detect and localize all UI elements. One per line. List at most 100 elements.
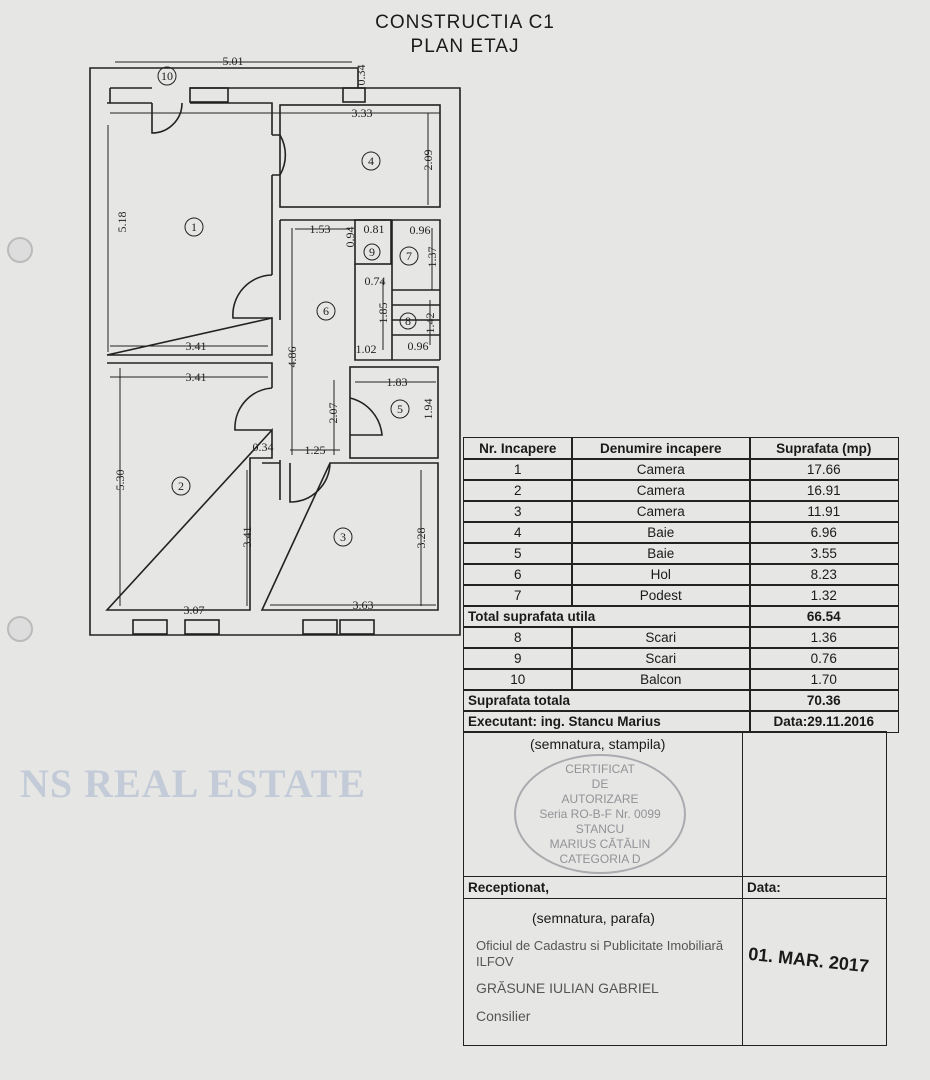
cell-nr: 1 [463,458,573,481]
dimension: 3.63 [353,598,374,612]
room-number: 2 [178,479,184,493]
cell-nr: 7 [463,584,573,607]
dimension: 4.86 [285,347,299,368]
dimension: 5.01 [223,54,244,68]
cell-name: Camera [571,500,751,523]
stamp-text: CATEGORIA D [559,852,641,866]
dimension: 0.34 [253,440,274,454]
room-number: 5 [397,402,403,416]
cell-name: Podest [571,584,751,607]
total-util-label: Total suprafata utila [463,605,751,628]
dimension: 3.41 [186,370,207,384]
plan-subtitle: PLAN ETAJ [410,36,520,57]
cell-nr: 6 [463,563,573,586]
cell-area: 3.55 [749,542,899,565]
cell-name: Scari [571,647,751,670]
officer-title: Consilier [476,1008,531,1024]
cell-nr: 9 [463,647,573,670]
office-line: Oficiul de Cadastru si Publicitate Imobi… [476,938,724,969]
dimension: 1.37 [425,247,439,268]
authorization-stamp: CERTIFICAT DE AUTORIZARE Seria RO-B-F Nr… [514,754,686,874]
dimension: 1.53 [310,222,331,236]
signature-date-box [742,731,887,877]
dimension: 0.34 [354,65,368,86]
total-util-value: 66.54 [749,605,899,628]
cell-nr: 10 [463,668,573,691]
stamp-text: CERTIFICAT [565,762,635,776]
executant: Executant: ing. Stancu Marius [463,710,751,733]
dimension: 3.41 [186,339,207,353]
dimension: 1.25 [305,443,326,457]
cell-name: Hol [571,563,751,586]
room-number: 8 [405,314,411,328]
receptionat-label: Receptionat, [463,876,743,899]
reception-date-box [742,898,887,1046]
cell-area: 17.66 [749,458,899,481]
room-number: 6 [323,304,329,318]
dimension: 1.85 [376,303,390,324]
signature-note: (semnatura, stampila) [530,736,666,752]
cell-nr: 2 [463,479,573,502]
room-number: 10 [161,69,173,83]
dimension: 2.09 [421,150,435,171]
punch-hole [7,616,33,642]
header-name: Denumire incapere [571,437,751,460]
stamp-text: MARIUS CĂTĂLIN [549,837,651,851]
cell-name: Scari [571,626,751,649]
receptionat-date-label: Data: [742,876,887,899]
cell-area: 1.70 [749,668,899,691]
dimension: 0.96 [410,223,431,237]
header-area: Suprafata (mp) [749,437,899,460]
cell-name: Camera [571,479,751,502]
cell-name: Baie [571,521,751,544]
dimension: 0.94 [343,227,357,248]
dimension: 5.30 [113,470,127,491]
dimension: 0.96 [408,339,429,353]
total-label: Suprafata totala [463,689,751,712]
room-number: 7 [406,249,412,263]
cell-nr: 4 [463,521,573,544]
cell-area: 1.36 [749,626,899,649]
cell-area: 0.76 [749,647,899,670]
cell-area: 6.96 [749,521,899,544]
stamp-text: STANCU [575,822,625,836]
cell-name: Camera [571,458,751,481]
total-value: 70.36 [749,689,899,712]
dimension: 1.94 [421,399,435,420]
room-number: 1 [191,220,197,234]
executant-date: Data:29.11.2016 [749,710,899,733]
cell-area: 16.91 [749,479,899,502]
dimension: 3.41 [240,527,254,548]
dimension: 0.74 [365,274,386,288]
room-number: 4 [368,154,374,168]
dimension: 1.02 [356,342,377,356]
cell-name: Balcon [571,668,751,691]
stamp-text: Seria RO-B-F Nr. 0099 [539,807,661,821]
punch-hole [7,237,33,263]
cell-nr: 8 [463,626,573,649]
reception-note: (semnatura, parafa) [532,910,655,926]
room-number: 9 [369,245,375,259]
dimension: 3.33 [352,106,373,120]
cell-nr: 5 [463,542,573,565]
header-nr: Nr. Incapere [463,437,573,460]
room-number: 3 [340,530,346,544]
plan-title: CONSTRUCTIA C1 [375,12,555,33]
cell-area: 1.32 [749,584,899,607]
dimension: 0.81 [364,222,385,236]
dimension: 5.18 [115,212,129,233]
cell-name: Baie [571,542,751,565]
stamp-text: DE [591,777,609,791]
watermark-logo: NS REAL ESTATE [20,761,366,806]
dimension: 1.42 [423,313,437,334]
officer-name: GRĂSUNE IULIAN GABRIEL [476,980,659,996]
dimension: 1.83 [387,375,408,389]
dimension: 2.07 [326,403,340,424]
cell-area: 11.91 [749,500,899,523]
dimension: 3.28 [414,528,428,549]
stamp-text: AUTORIZARE [561,792,639,806]
dimension: 3.07 [184,603,205,617]
cell-nr: 3 [463,500,573,523]
cell-area: 8.23 [749,563,899,586]
